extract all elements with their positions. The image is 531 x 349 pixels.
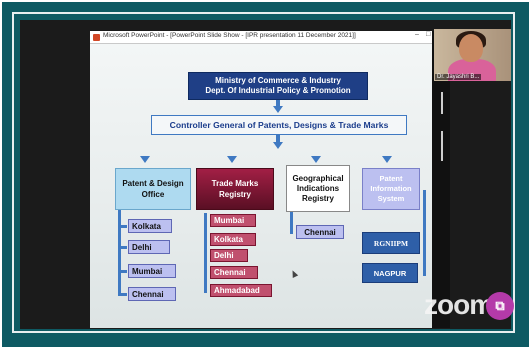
item-label: Kolkata <box>132 221 161 231</box>
controller-label: Controller General of Patents, Designs &… <box>169 120 389 130</box>
list-item: Kolkata <box>128 219 172 233</box>
scrollbar-thumb[interactable] <box>441 92 443 114</box>
connector-line <box>118 246 127 249</box>
arrow-down-icon <box>311 156 321 163</box>
ministry-box: Ministry of Commerce & Industry Dept. Of… <box>188 72 368 100</box>
ministry-line1: Ministry of Commerce & Industry <box>215 76 341 85</box>
arrow-down-icon <box>273 106 283 113</box>
arrow-down-icon <box>382 156 392 163</box>
scrollbar-thumb[interactable] <box>441 131 443 161</box>
gi-line1: Geographical <box>292 173 344 183</box>
pis-line2: Information <box>370 184 412 193</box>
powerpoint-app-icon <box>93 34 100 41</box>
list-item: Chennai <box>210 266 258 279</box>
patent-information-system-box: Patent Information System <box>362 168 420 210</box>
connector-line <box>204 213 207 293</box>
controller-box: Controller General of Patents, Designs &… <box>151 115 407 135</box>
list-item: NAGPUR <box>362 263 418 283</box>
connector-line <box>118 270 127 273</box>
tm-line2: Registry <box>218 190 251 199</box>
item-label: Chennai <box>214 268 246 277</box>
item-label: Chennai <box>304 227 336 237</box>
arrow-down-icon <box>140 156 150 163</box>
list-item: Delhi <box>210 249 248 262</box>
connector-line <box>290 212 293 234</box>
item-label: Ahmadabad <box>214 286 260 295</box>
list-item: RGNIIPM <box>362 232 420 254</box>
connector-line <box>423 190 426 276</box>
ministry-line2: Dept. Of Industrial Policy & Promotion <box>205 86 351 95</box>
participant-name: Dr. Jayashri B... <box>435 74 482 80</box>
item-label: Mumbai <box>132 266 163 276</box>
participant-video[interactable]: Dr. Jayashri B... <box>434 29 511 81</box>
item-label: NAGPUR <box>373 268 407 278</box>
item-label: Kolkata <box>214 235 243 244</box>
patent-line1: Patent & Design <box>122 179 184 188</box>
connector-stem <box>276 135 280 143</box>
arrow-down-icon <box>273 142 283 149</box>
list-item: Mumbai <box>128 264 176 278</box>
item-label: Chennai <box>132 289 164 299</box>
connector-line <box>118 225 127 228</box>
zoom-watermark: zoom <box>424 289 494 320</box>
maximize-button[interactable]: □ <box>426 31 431 38</box>
list-item: Chennai <box>296 225 344 239</box>
list-item: Mumbai <box>210 214 256 227</box>
list-item: Kolkata <box>210 233 256 246</box>
gi-line2: Indications <box>296 183 340 193</box>
pis-line1: Patent <box>379 174 403 183</box>
trade-marks-registry-box: Trade Marks Registry <box>196 168 274 210</box>
item-label: RGNIIPM <box>373 238 409 248</box>
item-label: Delhi <box>214 251 234 260</box>
patent-line2: Office <box>141 190 165 199</box>
frame-border <box>12 12 515 333</box>
geographical-indications-box: Geographical Indications Registry <box>286 165 350 212</box>
zoom-logo-icon: ⧉ <box>486 292 514 320</box>
connector-line <box>118 293 127 296</box>
right-dark-strip <box>432 31 450 328</box>
person-face <box>459 34 483 62</box>
window-title: Microsoft PowerPoint - [PowerPoint Slide… <box>103 32 356 39</box>
connector-stem <box>276 100 280 107</box>
list-item: Chennai <box>128 287 176 301</box>
item-label: Mumbai <box>214 216 245 225</box>
window-titlebar: Microsoft PowerPoint - [PowerPoint Slide… <box>90 31 432 44</box>
arrow-down-icon <box>227 156 237 163</box>
list-item: Ahmadabad <box>210 284 272 297</box>
minimize-button[interactable]: – <box>415 31 419 38</box>
item-label: Delhi <box>132 242 152 252</box>
patent-design-office-box: Patent & Design Office <box>115 168 191 210</box>
pis-line3: System <box>377 194 405 203</box>
connector-line <box>118 210 121 296</box>
tm-line1: Trade Marks <box>211 179 259 188</box>
gi-line3: Registry <box>301 193 334 203</box>
list-item: Delhi <box>128 240 170 254</box>
